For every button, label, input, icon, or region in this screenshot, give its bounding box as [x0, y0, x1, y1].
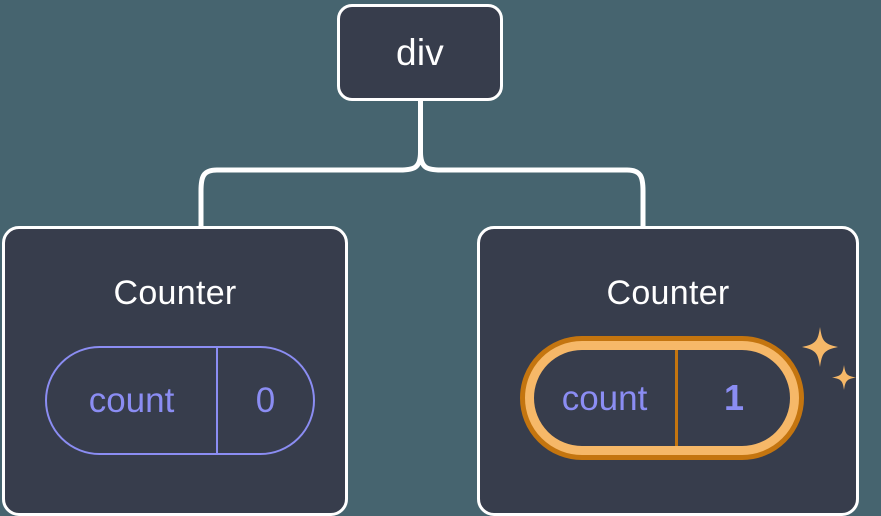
sparkle-group: [802, 327, 856, 390]
component-title: Counter: [606, 274, 730, 312]
state-pill-count[interactable]: count 0: [45, 346, 315, 455]
highlight-ring-inner: count 1: [525, 341, 799, 455]
connector-lines: [198, 101, 646, 227]
state-key-label: count: [534, 350, 678, 446]
connector-branch-right: [418, 151, 646, 227]
highlight-ring-outer: [520, 336, 804, 460]
component-card-counter-1[interactable]: Counter count 0: [2, 226, 348, 516]
diagram-canvas: div Counter count 0 Counter count 1: [2, 4, 859, 516]
component-card-counter-2[interactable]: Counter count 1: [477, 226, 859, 516]
state-pill-count-highlighted[interactable]: count 1: [520, 336, 804, 460]
state-value-label: 1: [723, 377, 745, 418]
state-key-label: count: [47, 348, 218, 453]
root-node-div[interactable]: div: [337, 4, 503, 101]
component-title: Counter: [113, 274, 237, 312]
sparkle-small-icon: [832, 365, 856, 390]
root-node-label: div: [396, 32, 444, 73]
connector-branch-left: [198, 151, 423, 227]
sparkle-large-icon: [802, 327, 838, 367]
state-value-label: 0: [255, 381, 276, 420]
